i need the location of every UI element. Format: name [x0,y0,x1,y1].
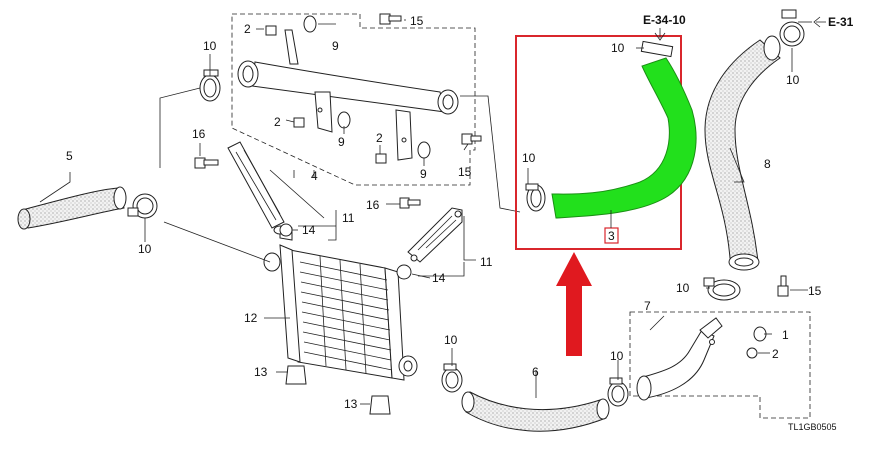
hose-part-6 [461,391,610,432]
label-part-16-a: 16 [192,127,206,141]
bolt-16-a [194,157,219,169]
label-part-9-b: 9 [338,135,345,149]
bolt-15-b [461,133,482,145]
label-part-13-b: 13 [344,397,358,411]
clamp-10-a [199,69,221,102]
label-part-15-c: 15 [808,284,822,298]
highlight-arrow [556,252,592,356]
label-part-3-box: 3 [604,227,619,244]
label-part-10-d: 10 [611,41,625,55]
clamp-10-b [127,193,158,219]
clamp-10-g [441,363,463,393]
hose-part-5 [17,186,127,230]
label-part-2-b: 2 [274,115,281,129]
pipe-assembly-frame-7 [629,311,811,419]
mount-13-b [369,395,391,415]
ref-arrow-e34 [654,28,666,41]
label-part-7: 7 [644,299,651,313]
label-part-14-b: 14 [432,271,446,285]
bracket-part-11-left [227,141,287,235]
label-part-16-b: 16 [366,198,380,212]
label-part-6: 6 [532,365,539,379]
label-part-9-c: 9 [420,167,427,181]
diagram-code: TL1GB0505 [788,422,837,432]
pipe-assembly-frame [231,13,476,186]
intake-pipe-part-4 [237,29,459,161]
label-part-8: 8 [764,157,771,171]
pipe-part-7 [636,317,723,401]
label-part-10-b: 10 [138,242,152,256]
clamp-10-h [607,377,629,407]
label-part-9-a: 9 [332,39,339,53]
grommet-9-a [303,15,317,33]
label-part-5: 5 [66,149,73,163]
hose-part-8 [704,35,781,271]
bolt-15-a [379,13,402,25]
grommet-14-a [279,223,293,237]
label-part-2-c: 2 [376,131,383,145]
intercooler-fins [299,255,393,375]
leader-lines [39,19,812,405]
label-part-12: 12 [244,311,258,325]
clamp-10-e [779,9,805,47]
grommet-14-b [396,264,412,280]
label-part-2-a: 2 [244,22,251,36]
label-part-10-g: 10 [444,333,458,347]
clamp-10-c [525,183,546,212]
grommet-9-c [417,141,431,159]
ref-e31-label[interactable]: E-31 [828,15,854,29]
bolt-15-c [777,275,789,297]
bolt-16-b [399,197,421,209]
label-part-10-h: 10 [610,349,624,363]
nut-2-b [293,117,305,128]
nut-2-c [375,153,387,164]
label-part-10-f: 10 [676,281,690,295]
label-part-14-a: 14 [302,223,316,237]
label-part-10-e: 10 [786,73,800,87]
highlighted-hose-part-3 [551,57,697,219]
nut-2-a [265,25,277,36]
label-part-11-a: 11 [342,211,355,225]
label-part-3: 3 [608,229,615,243]
label-part-10-a: 10 [203,39,217,53]
label-part-10-c: 10 [522,151,536,165]
label-part-15-b: 15 [458,165,472,179]
ref-e34-label[interactable]: E-34-10 [643,13,686,27]
clamp-10-d [636,40,674,58]
label-part-15-a: 15 [410,14,424,28]
label-part-13-a: 13 [254,365,268,379]
intercooler-part-12 [263,225,418,381]
nut-2-d [746,347,758,359]
mount-13-a [285,365,307,385]
ref-arrow-e31 [813,16,826,28]
bracket-part-11-right [407,207,463,263]
label-part-2-d: 2 [772,347,779,361]
clamp-10-f [703,277,741,301]
label-part-11-b: 11 [480,255,493,269]
label-part-1: 1 [782,328,789,342]
grommet-9-b [337,111,351,129]
label-part-4: 4 [311,169,318,183]
